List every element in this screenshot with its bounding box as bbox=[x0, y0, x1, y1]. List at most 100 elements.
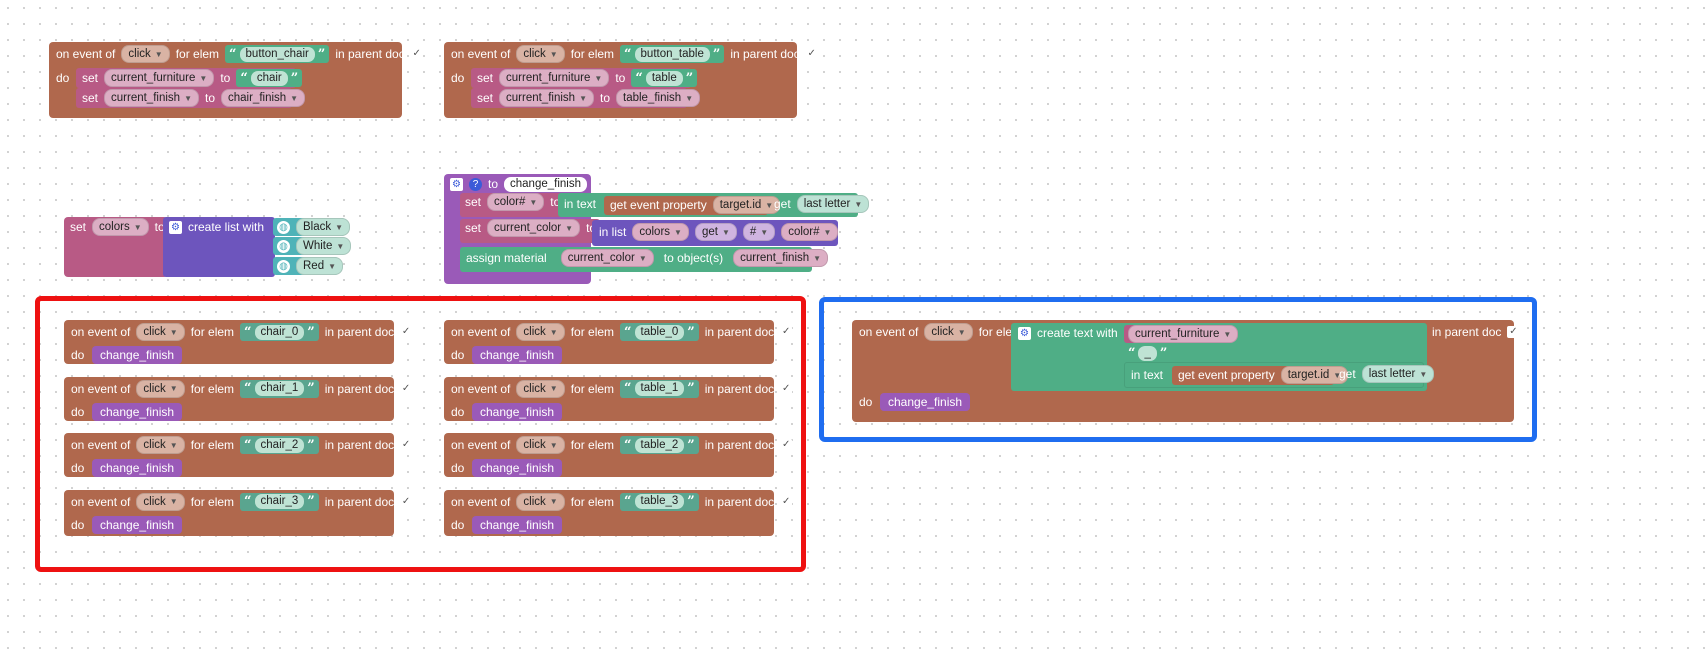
elem-text-literal[interactable]: “chair_3” bbox=[240, 492, 319, 511]
event-type-dropdown[interactable]: click▼ bbox=[136, 379, 185, 398]
list-mode-dropdown[interactable]: get▼ bbox=[694, 223, 737, 241]
elem-text-literal[interactable]: “chair_1” bbox=[240, 379, 319, 398]
event-block-button-table[interactable]: on event of click▼ for elem “button_tabl… bbox=[444, 42, 818, 118]
set-colors-block[interactable]: set colors▼ to bbox=[64, 217, 168, 277]
event-property-block[interactable]: get event property target.id▼ bbox=[604, 196, 781, 215]
in-parent-doc-checkbox[interactable]: ✓ bbox=[400, 495, 413, 508]
variable-dropdown[interactable]: current_furniture▼ bbox=[499, 69, 610, 87]
call-change-finish[interactable]: change_finish bbox=[472, 402, 563, 421]
variable-dropdown[interactable]: chair_finish▼ bbox=[221, 89, 306, 107]
gear-icon[interactable]: ⚙ bbox=[1018, 326, 1031, 340]
in-parent-doc-checkbox[interactable]: ✓ bbox=[400, 439, 413, 451]
call-change-finish[interactable]: change_finish bbox=[472, 459, 563, 477]
color-item-block[interactable]: ◍ White▼ bbox=[273, 237, 352, 255]
gear-icon[interactable]: ⚙ bbox=[169, 220, 182, 234]
event-type-dropdown[interactable]: click▼ bbox=[516, 323, 565, 341]
gear-icon[interactable]: ⚙ bbox=[450, 177, 463, 191]
in-parent-doc-checkbox[interactable]: ✓ bbox=[780, 495, 793, 508]
elem-text-literal[interactable]: “chair_0” bbox=[240, 323, 319, 341]
help-icon[interactable]: ? bbox=[469, 177, 482, 191]
color-picker-icon[interactable]: ◍ bbox=[277, 220, 290, 234]
value-text-literal[interactable]: “table” bbox=[631, 69, 698, 87]
event-type-dropdown[interactable]: click▼ bbox=[924, 323, 973, 341]
in-parent-doc-checkbox[interactable]: ✓ bbox=[805, 48, 818, 60]
event-block-table-1[interactable]: on event of click▼ for elem “table_1” in… bbox=[444, 376, 793, 421]
value-text-literal[interactable]: “chair” bbox=[236, 69, 303, 87]
call-change-finish[interactable]: change_finish bbox=[92, 459, 183, 477]
event-block-chair-3[interactable]: on event of click▼ for elem “chair_3” in… bbox=[64, 489, 413, 536]
color-dropdown[interactable]: Black▼ bbox=[296, 218, 351, 236]
text-position-dropdown[interactable]: last letter▼ bbox=[796, 195, 870, 213]
in-parent-doc-checkbox[interactable]: ✓ bbox=[1507, 326, 1520, 338]
event-type-dropdown[interactable]: click▼ bbox=[136, 323, 185, 341]
in-parent-doc-checkbox[interactable]: ✓ bbox=[780, 439, 793, 451]
variable-dropdown[interactable]: color#▼ bbox=[781, 223, 839, 241]
event-block-chair-2[interactable]: on event of click▼ for elem “chair_2” in… bbox=[64, 433, 413, 477]
variable-dropdown[interactable]: current_finish▼ bbox=[499, 89, 594, 107]
event-type-dropdown[interactable]: click▼ bbox=[516, 379, 565, 398]
call-change-finish[interactable]: change_finish bbox=[880, 393, 971, 411]
color-dropdown[interactable]: White▼ bbox=[296, 237, 352, 255]
call-change-finish[interactable]: change_finish bbox=[92, 346, 183, 364]
set-block[interactable]: set current_furniture▼ to “table” bbox=[471, 68, 698, 88]
variable-dropdown[interactable]: color#▼ bbox=[487, 193, 545, 211]
variable-dropdown[interactable]: current_color▼ bbox=[487, 219, 581, 237]
variable-dropdown[interactable]: current_furniture▼ bbox=[104, 69, 215, 87]
color-item-block[interactable]: ◍ Black▼ bbox=[273, 218, 351, 236]
event-type-dropdown[interactable]: click▼ bbox=[121, 45, 170, 63]
event-type-dropdown[interactable]: click▼ bbox=[516, 45, 565, 63]
call-change-finish[interactable]: change_finish bbox=[92, 402, 183, 421]
variable-block[interactable]: current_furniture▼ bbox=[1124, 325, 1239, 343]
elem-text-literal[interactable]: “table_0” bbox=[620, 323, 699, 341]
set-block[interactable]: set current_finish▼ to table_finish▼ bbox=[471, 88, 701, 108]
event-block-table-0[interactable]: on event of click▼ for elem “table_0” in… bbox=[444, 320, 793, 364]
elem-text-literal[interactable]: “table_3” bbox=[620, 492, 699, 511]
event-type-dropdown[interactable]: click▼ bbox=[516, 492, 565, 511]
color-picker-icon[interactable]: ◍ bbox=[277, 239, 290, 253]
property-dropdown[interactable]: target.id▼ bbox=[712, 196, 781, 214]
event-block-button-chair[interactable]: on event of click▼ for elem “button_chai… bbox=[49, 42, 423, 118]
in-parent-doc-checkbox[interactable]: ✓ bbox=[780, 326, 793, 338]
in-parent-doc-checkbox[interactable]: ✓ bbox=[400, 326, 413, 338]
event-block-chair-0[interactable]: on event of click▼ for elem “chair_0” in… bbox=[64, 320, 413, 364]
in-list-block[interactable]: in list colors▼ get▼ #▼ color#▼ bbox=[592, 220, 839, 246]
variable-dropdown[interactable]: current_finish▼ bbox=[104, 89, 199, 107]
variable-dropdown[interactable]: table_finish▼ bbox=[616, 89, 701, 107]
elem-text-literal[interactable]: “table_2” bbox=[620, 436, 699, 454]
variable-dropdown[interactable]: current_furniture▼ bbox=[1128, 325, 1239, 343]
call-change-finish[interactable]: change_finish bbox=[92, 515, 183, 534]
event-type-dropdown[interactable]: click▼ bbox=[136, 492, 185, 511]
in-parent-doc-checkbox[interactable]: ✓ bbox=[410, 48, 423, 60]
event-type-dropdown[interactable]: click▼ bbox=[516, 436, 565, 454]
color-item-block[interactable]: ◍ Red▼ bbox=[273, 257, 344, 275]
call-change-finish[interactable]: change_finish bbox=[472, 515, 563, 534]
create-list-block[interactable]: ⚙ create list with bbox=[163, 217, 275, 277]
event-block-chair-1[interactable]: on event of click▼ for elem “chair_1” in… bbox=[64, 376, 413, 421]
event-block-table-3[interactable]: on event of click▼ for elem “table_3” in… bbox=[444, 489, 793, 536]
elem-text-literal[interactable]: “button_table” bbox=[620, 45, 725, 63]
elem-text-literal[interactable]: “button_chair” bbox=[225, 45, 330, 63]
color-dropdown[interactable]: Red▼ bbox=[296, 257, 344, 275]
event-block-table-2[interactable]: on event of click▼ for elem “table_2” in… bbox=[444, 433, 793, 477]
assign-material-block[interactable]: assign material current_color▼ to object… bbox=[460, 247, 829, 272]
variable-dropdown[interactable]: current_color▼ bbox=[560, 249, 654, 267]
color-picker-icon[interactable]: ◍ bbox=[277, 259, 290, 273]
in-parent-doc-checkbox[interactable]: ✓ bbox=[400, 382, 413, 395]
property-dropdown[interactable]: target.id▼ bbox=[1280, 366, 1349, 384]
call-change-finish[interactable]: change_finish bbox=[472, 346, 563, 364]
list-index-type-dropdown[interactable]: #▼ bbox=[742, 223, 776, 241]
variable-dropdown[interactable]: colors▼ bbox=[632, 223, 689, 241]
text-position-dropdown[interactable]: last letter▼ bbox=[1361, 365, 1435, 383]
elem-text-literal[interactable]: “table_1” bbox=[620, 379, 699, 398]
variable-dropdown[interactable]: current_finish▼ bbox=[733, 249, 829, 267]
event-property-block[interactable]: get event property target.id▼ bbox=[1172, 366, 1349, 385]
in-parent-doc-checkbox[interactable]: ✓ bbox=[780, 382, 793, 395]
variable-dropdown[interactable]: colors▼ bbox=[92, 218, 149, 236]
set-block[interactable]: set current_furniture▼ to “chair” bbox=[76, 68, 303, 88]
set-block[interactable]: set current_finish▼ to chair_finish▼ bbox=[76, 88, 306, 108]
set-current-color-block[interactable]: set current_color▼ to bbox=[460, 219, 600, 243]
event-type-dropdown[interactable]: click▼ bbox=[136, 436, 185, 454]
elem-text-literal[interactable]: “chair_2” bbox=[240, 436, 319, 454]
separator-text-literal[interactable]: “_” bbox=[1124, 344, 1178, 362]
set-color-index-block[interactable]: set color#▼ to bbox=[460, 193, 564, 217]
